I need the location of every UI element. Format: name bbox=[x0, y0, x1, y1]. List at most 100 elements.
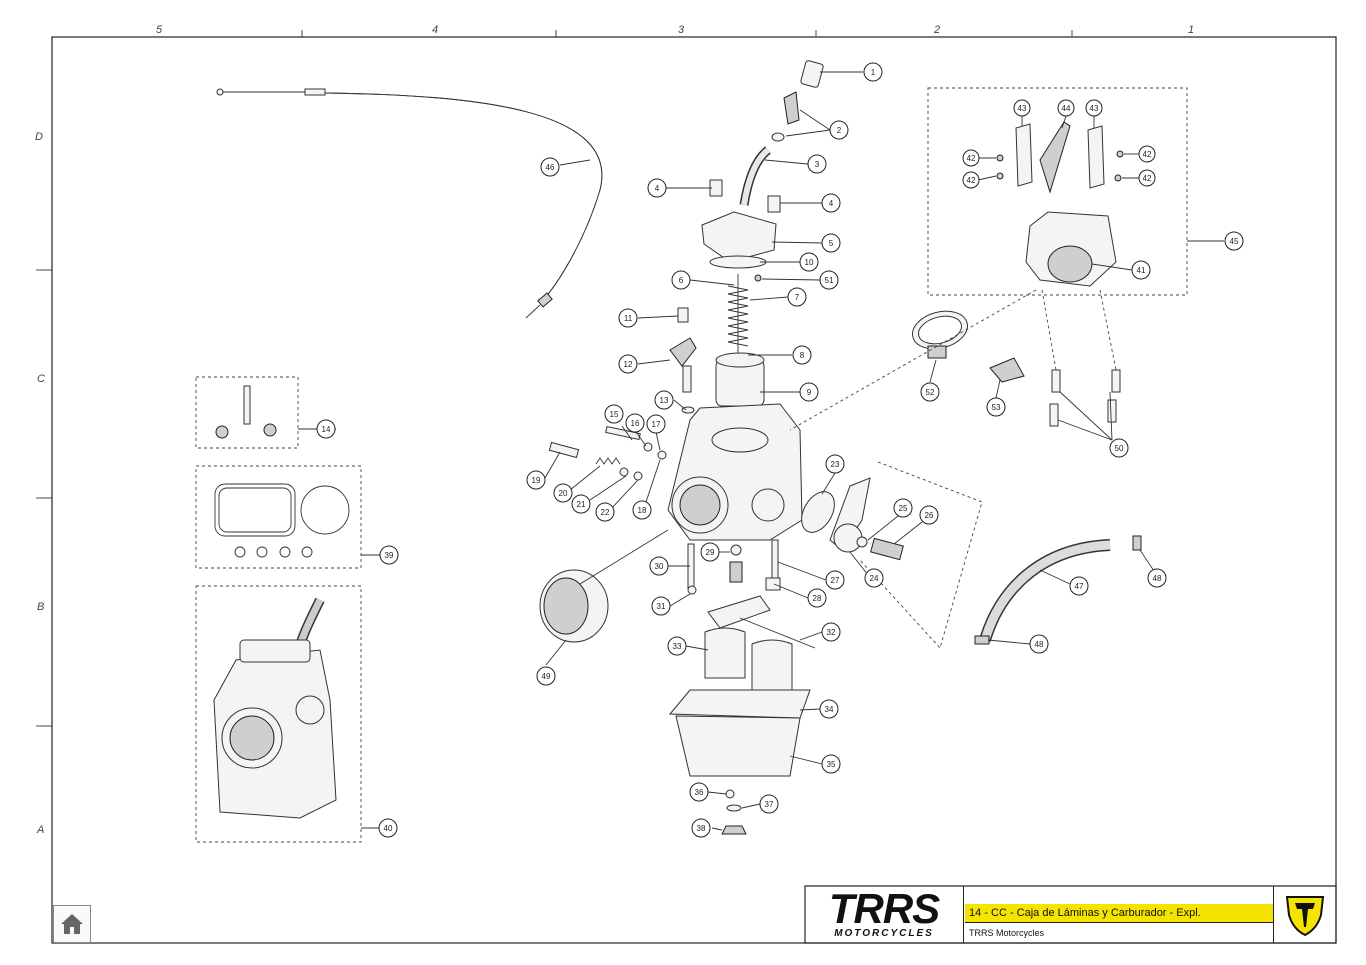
svg-text:51: 51 bbox=[825, 276, 834, 285]
svg-text:23: 23 bbox=[831, 460, 840, 469]
callout-25: 25 bbox=[893, 498, 913, 518]
callout-41: 41 bbox=[1131, 260, 1151, 280]
callout-20: 20 bbox=[553, 483, 573, 503]
callout-46: 46 bbox=[540, 157, 560, 177]
callout-16: 16 bbox=[625, 413, 645, 433]
svg-text:8: 8 bbox=[800, 351, 805, 360]
svg-text:26: 26 bbox=[925, 511, 934, 520]
kit-40-box bbox=[195, 585, 362, 843]
brand-subtitle: MOTORCYCLES bbox=[834, 928, 934, 939]
svg-text:31: 31 bbox=[657, 602, 666, 611]
svg-text:16: 16 bbox=[631, 419, 640, 428]
emblem bbox=[1273, 886, 1336, 943]
reed-valve-box bbox=[927, 87, 1188, 296]
svg-text:12: 12 bbox=[624, 360, 633, 369]
svg-text:49: 49 bbox=[542, 672, 551, 681]
callout-5: 5 bbox=[821, 233, 841, 253]
svg-text:27: 27 bbox=[831, 576, 840, 585]
svg-text:22: 22 bbox=[601, 508, 610, 517]
callout-50: 50 bbox=[1109, 438, 1129, 458]
callout-33: 33 bbox=[667, 636, 687, 656]
svg-text:32: 32 bbox=[827, 628, 836, 637]
brand-name: TRRS bbox=[828, 885, 940, 932]
callout-36: 36 bbox=[689, 782, 709, 802]
callout-40: 40 bbox=[378, 818, 398, 838]
callout-23: 23 bbox=[825, 454, 845, 474]
callout-4a: 4 bbox=[647, 178, 667, 198]
callout-49: 49 bbox=[536, 666, 556, 686]
drawing-frame bbox=[51, 36, 1337, 944]
callout-28: 28 bbox=[807, 588, 827, 608]
vent-hose bbox=[974, 535, 1142, 645]
callout-29: 29 bbox=[700, 542, 720, 562]
callout-6: 6 bbox=[671, 270, 691, 290]
home-button[interactable] bbox=[53, 905, 91, 943]
callout-18: 18 bbox=[632, 500, 652, 520]
callout-4b: 4 bbox=[821, 193, 841, 213]
svg-text:42: 42 bbox=[967, 176, 976, 185]
svg-text:41: 41 bbox=[1137, 266, 1146, 275]
callout-8: 8 bbox=[792, 345, 812, 365]
callout-27: 27 bbox=[825, 570, 845, 590]
svg-text:44: 44 bbox=[1062, 104, 1071, 113]
svg-text:35: 35 bbox=[827, 760, 836, 769]
svg-text:10: 10 bbox=[805, 258, 814, 267]
zone-row-b: B bbox=[37, 601, 44, 613]
svg-text:52: 52 bbox=[926, 388, 935, 397]
svg-text:4: 4 bbox=[655, 184, 660, 193]
svg-text:47: 47 bbox=[1075, 582, 1084, 591]
callout-48b: 48 bbox=[1029, 634, 1049, 654]
svg-text:42: 42 bbox=[1143, 174, 1152, 183]
svg-text:53: 53 bbox=[992, 403, 1001, 412]
hose-clamp bbox=[912, 310, 1025, 383]
kit-39-box bbox=[195, 465, 362, 569]
callout-42a: 42 bbox=[962, 149, 980, 167]
callout-1: 1 bbox=[863, 62, 883, 82]
svg-text:15: 15 bbox=[610, 410, 619, 419]
svg-text:21: 21 bbox=[577, 500, 586, 509]
svg-text:5: 5 bbox=[829, 239, 834, 248]
callout-31: 31 bbox=[651, 596, 671, 616]
float-parts bbox=[668, 539, 816, 835]
svg-text:36: 36 bbox=[695, 788, 704, 797]
callout-45: 45 bbox=[1224, 231, 1244, 251]
svg-text:42: 42 bbox=[967, 154, 976, 163]
svg-text:19: 19 bbox=[532, 476, 541, 485]
svg-text:9: 9 bbox=[807, 388, 812, 397]
callout-43b: 43 bbox=[1085, 99, 1103, 117]
callout-47: 47 bbox=[1069, 576, 1089, 596]
callout-21: 21 bbox=[571, 494, 591, 514]
callout-48a: 48 bbox=[1147, 568, 1167, 588]
svg-text:7: 7 bbox=[795, 293, 800, 302]
brand-logo: TRRS MOTORCYCLES bbox=[805, 886, 964, 943]
home-icon bbox=[61, 914, 83, 934]
gasket-kit bbox=[214, 483, 350, 558]
zone-col-5: 5 bbox=[156, 24, 163, 36]
svg-text:6: 6 bbox=[679, 276, 684, 285]
carb-side-parts bbox=[548, 307, 697, 481]
svg-text:18: 18 bbox=[638, 506, 647, 515]
svg-text:30: 30 bbox=[655, 562, 664, 571]
svg-text:43: 43 bbox=[1090, 104, 1099, 113]
zone-row-c: C bbox=[37, 373, 45, 385]
carb-top-parts bbox=[701, 60, 824, 407]
zone-col-4: 4 bbox=[432, 24, 438, 36]
reed-bolts bbox=[1041, 289, 1121, 427]
svg-text:46: 46 bbox=[546, 163, 555, 172]
svg-text:45: 45 bbox=[1230, 237, 1239, 246]
callout-30: 30 bbox=[649, 556, 669, 576]
callout-34: 34 bbox=[819, 699, 839, 719]
callout-35: 35 bbox=[821, 754, 841, 774]
svg-text:17: 17 bbox=[652, 420, 661, 429]
callout-44: 44 bbox=[1057, 99, 1075, 117]
title-block: TRRS MOTORCYCLES 14 - CC - Caja de Lámin… bbox=[805, 886, 1335, 943]
zone-col-2: 2 bbox=[933, 24, 940, 36]
svg-text:40: 40 bbox=[384, 824, 393, 833]
svg-text:42: 42 bbox=[1143, 150, 1152, 159]
svg-text:29: 29 bbox=[706, 548, 715, 557]
zone-col-1: 1 bbox=[1188, 24, 1194, 36]
throttle-cable bbox=[216, 88, 603, 319]
kit-14-box bbox=[195, 376, 299, 449]
svg-text:48: 48 bbox=[1153, 574, 1162, 583]
